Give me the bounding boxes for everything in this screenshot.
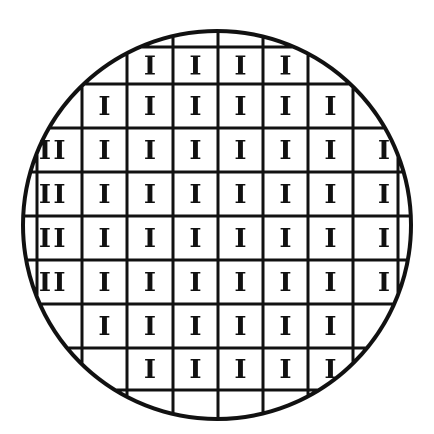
die-mark: I <box>144 92 156 122</box>
die-mark: I <box>144 355 156 385</box>
die-mark: I <box>98 136 110 166</box>
die-mark: I <box>234 136 246 166</box>
die-mark: I <box>324 312 336 342</box>
die-mark: I <box>98 312 110 342</box>
die-mark: I <box>234 355 246 385</box>
die-mark: I <box>279 312 291 342</box>
die-mark: I <box>189 355 201 385</box>
edge-die-mark: I <box>378 268 390 298</box>
die-mark: I <box>98 92 110 122</box>
die-mark: I <box>144 180 156 210</box>
die-mark: I <box>324 136 336 166</box>
die-mark: I <box>324 224 336 254</box>
die-mark: I <box>53 136 65 166</box>
die-mark: I <box>189 136 201 166</box>
wafer-outline <box>21 29 413 421</box>
die-mark: I <box>189 52 201 82</box>
die-mark: I <box>144 312 156 342</box>
edge-die-mark: I <box>39 268 51 298</box>
die-mark: I <box>98 268 110 298</box>
die-mark: I <box>144 136 156 166</box>
die-mark: I <box>234 224 246 254</box>
edge-die-mark: I <box>39 180 51 210</box>
die-mark: I <box>144 52 156 82</box>
die-mark: I <box>189 312 201 342</box>
edge-die-mark: I <box>378 224 390 254</box>
die-mark: I <box>279 136 291 166</box>
die-mark: I <box>279 224 291 254</box>
die-mark: I <box>144 224 156 254</box>
die-mark: I <box>189 92 201 122</box>
die-mark: I <box>324 92 336 122</box>
die-mark: I <box>279 180 291 210</box>
die-mark: I <box>144 268 156 298</box>
edge-die-mark: I <box>378 136 390 166</box>
die-mark: I <box>189 268 201 298</box>
die-mark: I <box>279 268 291 298</box>
edge-die-mark: I <box>39 224 51 254</box>
die-mark: I <box>189 180 201 210</box>
die-mark: I <box>324 355 336 385</box>
die-mark: I <box>279 52 291 82</box>
die-mark: I <box>234 180 246 210</box>
die-mark: I <box>279 355 291 385</box>
die-grid <box>23 31 411 419</box>
edge-die-mark: I <box>378 180 390 210</box>
die-mark: I <box>53 180 65 210</box>
die-mark: I <box>189 224 201 254</box>
die-mark: I <box>98 180 110 210</box>
die-mark: I <box>98 224 110 254</box>
die-mark: I <box>234 268 246 298</box>
die-mark: I <box>324 180 336 210</box>
die-mark: I <box>234 92 246 122</box>
die-mark: I <box>279 92 291 122</box>
die-mark: I <box>324 268 336 298</box>
die-mark: I <box>234 52 246 82</box>
die-mark: I <box>53 224 65 254</box>
die-mark: I <box>53 268 65 298</box>
die-mark: I <box>234 312 246 342</box>
